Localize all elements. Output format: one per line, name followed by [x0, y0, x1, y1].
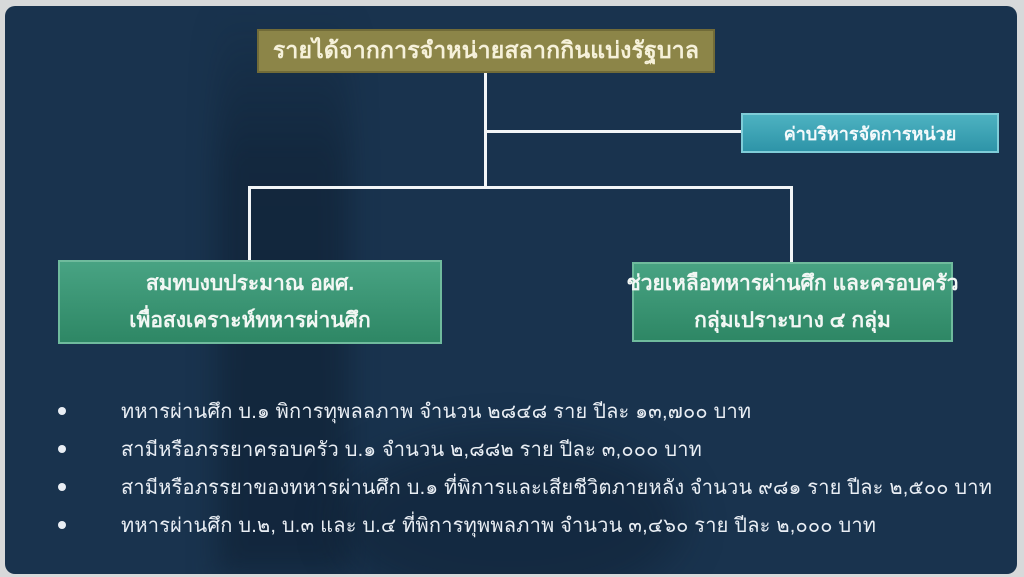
bullet-text-1: ทหารผ่านศึก บ.๑ พิการทุพลลภาพ จำนวน ๒๘๔๘…: [121, 401, 752, 423]
node-budget-line1: สมทบงบประมาณ อผศ.: [145, 272, 355, 295]
root-node-label: รายได้จากการจำหน่ายสลากกินแบ่งรัฐบาล: [272, 37, 700, 63]
bullet-dot: [58, 445, 66, 453]
list-item: ทหารผ่านศึก บ.๒, บ.๓ และ บ.๔ ที่พิการทุพ…: [58, 506, 988, 544]
bullet-list: ทหารผ่านศึก บ.๑ พิการทุพลลภาพ จำนวน ๒๘๔๘…: [58, 392, 992, 544]
bullet-text-2: สามีหรือภรรยาครอบครัว บ.๑ จำนวน ๒,๘๘๒ รา…: [121, 439, 703, 461]
connector-admin-horizontal: [484, 130, 741, 133]
list-item: สามีหรือภรรยาครอบครัว บ.๑ จำนวน ๒,๘๘๒ รา…: [58, 430, 988, 468]
root-node-lottery-revenue: รายได้จากการจำหน่ายสลากกินแบ่งรัฐบาล: [257, 29, 715, 73]
bullet-dot: [58, 407, 66, 415]
bullet-dot: [58, 521, 66, 529]
connector-right-drop: [790, 186, 793, 265]
bullet-dot: [58, 483, 66, 491]
node-veteran-aid-line2: กลุ่มเปราะบาง ๔ กลุ่ม: [694, 309, 891, 332]
node-budget-line2: เพื่อสงเคราะห์ทหารผ่านศึก: [129, 309, 371, 332]
node-admin-cost: ค่าบริหารจัดการหน่วย: [741, 113, 999, 153]
bullet-text-4: ทหารผ่านศึก บ.๒, บ.๓ และ บ.๔ ที่พิการทุพ…: [121, 515, 877, 537]
node-veteran-aid-line1: ช่วยเหลือทหารผ่านศึก และครอบครัว: [626, 272, 959, 295]
bullet-text-3: สามีหรือภรรยาของทหารผ่านศึก บ.๑ ที่พิการ…: [121, 477, 993, 499]
connector-branch-horizontal: [248, 186, 793, 189]
connector-left-drop: [248, 186, 251, 263]
list-item: ทหารผ่านศึก บ.๑ พิการทุพลลภาพ จำนวน ๒๘๔๘…: [58, 392, 988, 430]
background-silhouette-base: [335, 436, 685, 574]
slide-canvas: รายได้จากการจำหน่ายสลากกินแบ่งรัฐบาล ค่า…: [5, 6, 1017, 574]
node-budget-contribution: สมทบงบประมาณ อผศ. เพื่อสงเคราะห์ทหารผ่าน…: [58, 260, 442, 344]
node-admin-cost-label: ค่าบริหารจัดการหน่วย: [783, 123, 957, 144]
node-veteran-aid: ช่วยเหลือทหารผ่านศึก และครอบครัว กลุ่มเป…: [627, 262, 959, 342]
list-item: สามีหรือภรรยาของทหารผ่านศึก บ.๑ ที่พิการ…: [58, 468, 992, 506]
